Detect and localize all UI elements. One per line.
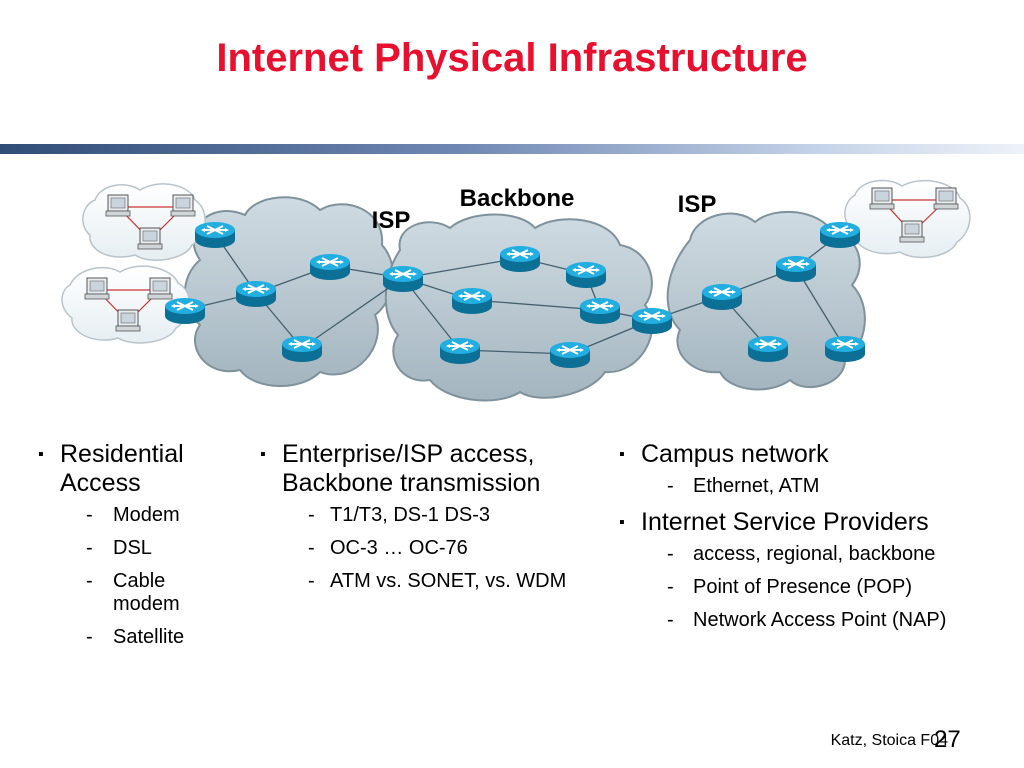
computer-icon bbox=[147, 277, 173, 300]
subbullet-text: Modem bbox=[113, 504, 180, 526]
router-icon bbox=[701, 283, 743, 311]
bullet-text: Internet Service Providers bbox=[641, 508, 929, 536]
router-icon bbox=[164, 297, 206, 325]
campus-isp-column: Campus network Ethernet, ATM Internet Se… bbox=[611, 440, 1001, 642]
computer-icon bbox=[933, 187, 959, 210]
subbullet-text: ATM vs. SONET, vs. WDM bbox=[330, 570, 567, 592]
subbullet-pop: Point of Presence (POP) bbox=[611, 576, 1001, 599]
router-icon bbox=[819, 221, 861, 249]
subbullet-nap: Network Access Point (NAP) bbox=[611, 609, 1001, 632]
router-icon bbox=[579, 297, 621, 325]
backbone-label: Backbone bbox=[460, 185, 575, 212]
subbullet-text: T1/T3, DS-1 DS-3 bbox=[330, 504, 491, 526]
subbullet-text: Ethernet, ATM bbox=[693, 475, 820, 497]
router-icon bbox=[382, 265, 424, 293]
subbullet-cable-modem: Cable modem bbox=[30, 570, 230, 616]
bullet-internet-service-providers: Internet Service Providers bbox=[611, 508, 1001, 537]
computer-icon bbox=[137, 227, 163, 250]
computer-icon bbox=[869, 187, 895, 210]
router-icon bbox=[631, 307, 673, 335]
router-icon bbox=[775, 255, 817, 283]
slide-title: Internet Physical Infrastructure bbox=[216, 36, 808, 80]
router-icon bbox=[451, 287, 493, 315]
subbullet-access-regional-backbone: access, regional, backbone bbox=[611, 543, 1001, 566]
campus-cloud-right bbox=[844, 179, 971, 259]
computer-icon bbox=[105, 194, 131, 217]
router-icon bbox=[194, 221, 236, 249]
router-icon bbox=[565, 261, 607, 289]
subbullet-oc3-oc76: OC-3 … OC-76 bbox=[252, 537, 592, 560]
enterprise-isp-column: Enterprise/ISP access, Backbone transmis… bbox=[252, 440, 592, 603]
subbullet-text: access, regional, backbone bbox=[693, 543, 936, 565]
subbullet-text: Cable modem bbox=[113, 570, 180, 615]
router-icon bbox=[439, 337, 481, 365]
computer-icon bbox=[115, 309, 141, 332]
router-icon bbox=[235, 280, 277, 308]
isp-cloud-left bbox=[184, 196, 395, 387]
computer-icon bbox=[899, 220, 925, 243]
subbullet-atm-sonet-wdm: ATM vs. SONET, vs. WDM bbox=[252, 570, 592, 593]
subbullet-text: OC-3 … OC-76 bbox=[330, 537, 468, 559]
residential-access-column: Residential Access Modem DSL Cable modem… bbox=[30, 440, 230, 659]
residential-cloud-bottom bbox=[61, 265, 191, 344]
subbullet-modem: Modem bbox=[30, 504, 230, 527]
subbullet-text: Point of Presence (POP) bbox=[693, 576, 912, 598]
bullet-text: Residential Access bbox=[60, 440, 184, 497]
isp-label-right: ISP bbox=[678, 191, 717, 218]
subbullet-text: Network Access Point (NAP) bbox=[693, 609, 947, 631]
router-icon bbox=[309, 253, 351, 281]
subbullet-text: DSL bbox=[113, 537, 152, 559]
router-icon bbox=[281, 335, 323, 363]
subbullet-satellite: Satellite bbox=[30, 626, 230, 649]
router-icon bbox=[549, 341, 591, 369]
bullet-residential-access: Residential Access bbox=[30, 440, 230, 498]
computer-icon bbox=[84, 277, 110, 300]
router-icon bbox=[747, 335, 789, 363]
bullet-enterprise-isp-access: Enterprise/ISP access, Backbone transmis… bbox=[252, 440, 592, 498]
bullet-campus-network: Campus network bbox=[611, 440, 1001, 469]
title-divider bbox=[0, 144, 1024, 154]
isp-label-left: ISP bbox=[372, 207, 411, 234]
subbullet-dsl: DSL bbox=[30, 537, 230, 560]
router-icon bbox=[499, 245, 541, 273]
computer-icon bbox=[170, 194, 196, 217]
network-diagram: Backbone ISP ISP bbox=[61, 179, 971, 402]
subbullet-t1-t3: T1/T3, DS-1 DS-3 bbox=[252, 504, 592, 527]
subbullet-ethernet-atm: Ethernet, ATM bbox=[611, 475, 1001, 498]
residential-cloud-top bbox=[82, 183, 206, 261]
subbullet-text: Satellite bbox=[113, 626, 185, 648]
footer-credit: Katz, Stoica F04 bbox=[830, 732, 948, 749]
page-number: 27 bbox=[934, 726, 961, 753]
bullet-text: Campus network bbox=[641, 440, 829, 468]
router-icon bbox=[824, 335, 866, 363]
bullet-text: Enterprise/ISP access, Backbone transmis… bbox=[282, 440, 541, 497]
